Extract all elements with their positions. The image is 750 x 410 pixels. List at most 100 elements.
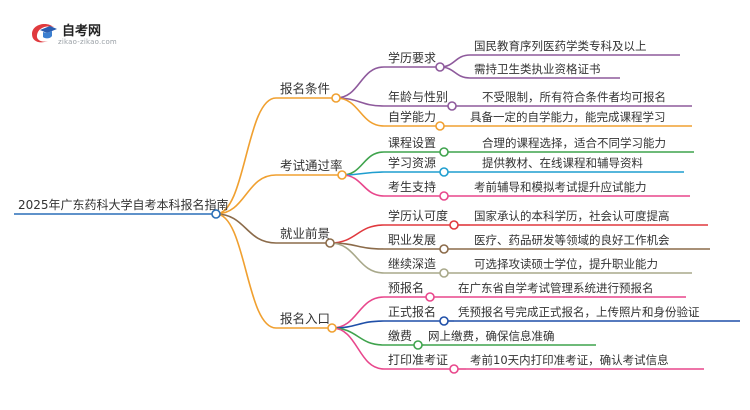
connector-line: [215, 213, 277, 244]
connector-line: [335, 97, 385, 127]
sub-node[interactable]: 学历要求: [384, 50, 436, 68]
sub-node-label: 缴费: [388, 328, 412, 343]
leaf-node[interactable]: 国家承认的本科学历，社会认可度提高: [470, 209, 708, 226]
sub-node-dot: [447, 101, 457, 111]
graduation-cap-icon: [32, 24, 57, 43]
site-logo[interactable]: 自考网 zikao-zikao.com: [28, 16, 143, 52]
connector-line: [331, 327, 385, 346]
connector-line: [335, 66, 385, 99]
branch-node[interactable]: 报名条件: [276, 81, 332, 99]
sub-node-dot: [439, 244, 449, 254]
sub-node[interactable]: 考生支持: [384, 179, 440, 197]
leaf-node-label: 凭预报名号完成正式报名，上传照片和身份验证: [458, 305, 700, 319]
sub-node-dot: [439, 268, 449, 278]
sub-node[interactable]: 继续深造: [384, 257, 440, 274]
leaf-node[interactable]: 国民教育序列医药学类专科及以上: [470, 39, 680, 56]
leaf-node-label: 合理的课程选择，适合不同学习能力: [482, 136, 666, 150]
sub-node-label: 正式报名: [388, 304, 436, 319]
sub-node-dot: [449, 364, 459, 374]
sub-node-label: 年龄与性别: [388, 90, 448, 104]
connector-line: [331, 296, 385, 329]
connector-line: [331, 320, 385, 329]
sub-node[interactable]: 职业发展: [384, 232, 440, 250]
sub-node[interactable]: 学习资源: [384, 155, 440, 173]
mindmap-nodes: 2025年广东药科大学自考本科报名指南 报名条件 学历要求 国民教育序列医药学类专科及…: [14, 39, 740, 374]
leaf-node-label: 不受限制，所有符合条件者均可报名: [482, 90, 666, 104]
branch-node-label: 考试通过率: [280, 158, 343, 173]
leaf-node[interactable]: 网上缴费，确保信息准确: [424, 329, 596, 346]
leaf-node[interactable]: 需持卫生类执业资格证书: [470, 62, 620, 79]
sub-node-dot: [435, 121, 445, 131]
connector-line: [331, 327, 385, 370]
sub-node-label: 继续深造: [388, 257, 436, 271]
connector-line: [329, 242, 385, 274]
sub-node[interactable]: 正式报名: [384, 304, 440, 322]
sub-node[interactable]: 自学能力: [384, 109, 436, 127]
leaf-node-label: 网上缴费，确保信息准确: [428, 329, 555, 343]
sub-node-dot: [435, 62, 445, 72]
leaf-node[interactable]: 在广东省自学考试管理系统进行预报名: [454, 281, 686, 298]
branch-node-label: 报名入口: [280, 311, 330, 326]
leaf-node[interactable]: 医疗、药品研发等领域的良好工作机会: [470, 233, 710, 250]
sub-node[interactable]: 课程设置: [384, 135, 440, 153]
sub-node[interactable]: 打印准考证: [384, 353, 450, 370]
sub-node-dot: [449, 220, 459, 230]
branch-node[interactable]: 考试通过率: [276, 158, 343, 176]
leaf-node[interactable]: 不受限制，所有符合条件者均可报名: [478, 90, 692, 107]
leaf-node-label: 国家承认的本科学历，社会认可度提高: [474, 209, 670, 223]
logo-title: 自考网: [62, 24, 102, 39]
sub-node-label: 学历要求: [388, 50, 436, 65]
sub-node[interactable]: 年龄与性别: [384, 90, 448, 107]
leaf-node-label: 具备一定的自学能力，能完成课程学习: [470, 110, 666, 124]
sub-node-label: 职业发展: [388, 232, 436, 247]
leaf-node-label: 医疗、药品研发等领域的良好工作机会: [474, 233, 670, 247]
connector-line: [215, 97, 277, 215]
sub-node-label: 预报名: [388, 280, 424, 295]
root-node-label: 2025年广东药科大学自考本科报名指南: [18, 197, 229, 212]
leaf-node[interactable]: 具备一定的自学能力，能完成课程学习: [466, 110, 692, 127]
branch-node-dot: [325, 238, 335, 248]
sub-node-label: 学习资源: [388, 155, 436, 170]
sub-node[interactable]: 学历认可度: [384, 208, 450, 226]
leaf-node[interactable]: 凭预报名号完成正式报名，上传照片和身份验证: [454, 305, 740, 322]
connector-line: [215, 213, 277, 329]
sub-node-dot: [413, 340, 423, 350]
leaf-node-label: 可选择攻读硕士学位，提升职业能力: [474, 257, 658, 271]
sub-node-label: 打印准考证: [388, 353, 448, 367]
connector-line: [329, 224, 385, 244]
leaf-node-label: 需持卫生类执业资格证书: [474, 62, 601, 76]
sub-node-dot: [439, 167, 449, 177]
leaf-node[interactable]: 考前辅导和模拟考试提升应试能力: [470, 180, 690, 197]
leaf-node-label: 提供教材、在线课程和辅导资料: [482, 156, 643, 170]
root-node[interactable]: 2025年广东药科大学自考本科报名指南: [14, 197, 229, 215]
connector-line: [215, 174, 277, 215]
connector-line: [439, 54, 471, 68]
leaf-node[interactable]: 提供教材、在线课程和辅导资料: [478, 156, 684, 173]
sub-node[interactable]: 预报名: [384, 280, 426, 298]
leaf-node-label: 考前10天内打印准考证，确认考试信息: [470, 353, 669, 367]
connector-line: [341, 174, 385, 197]
sub-node-dot: [439, 191, 449, 201]
leaf-node-label: 在广东省自学考试管理系统进行预报名: [458, 281, 654, 295]
sub-node-label: 学历认可度: [388, 208, 448, 223]
leaf-node[interactable]: 合理的课程选择，适合不同学习能力: [478, 136, 694, 153]
branch-node[interactable]: 就业前景: [276, 226, 330, 244]
sub-node-label: 考生支持: [388, 179, 436, 194]
leaf-node[interactable]: 可选择攻读硕士学位，提升职业能力: [470, 257, 692, 274]
mindmap-links: [215, 54, 478, 370]
sub-node-dot: [439, 147, 449, 157]
sub-node-label: 课程设置: [388, 135, 436, 150]
root-node-dot: [211, 209, 221, 219]
branch-node[interactable]: 报名入口: [276, 311, 330, 329]
branch-node-label: 报名条件: [280, 81, 330, 96]
sub-node-dot: [439, 316, 449, 326]
leaf-node[interactable]: 考前10天内打印准考证，确认考试信息: [466, 353, 704, 370]
leaf-node-label: 国民教育序列医药学类专科及以上: [474, 39, 647, 53]
branch-node-dot: [327, 323, 337, 333]
branch-node-label: 就业前景: [280, 226, 330, 241]
sub-node[interactable]: 缴费: [384, 328, 414, 346]
branch-node-dot: [337, 170, 347, 180]
sub-node-label: 自学能力: [388, 109, 436, 124]
sub-node-dot: [425, 292, 435, 302]
